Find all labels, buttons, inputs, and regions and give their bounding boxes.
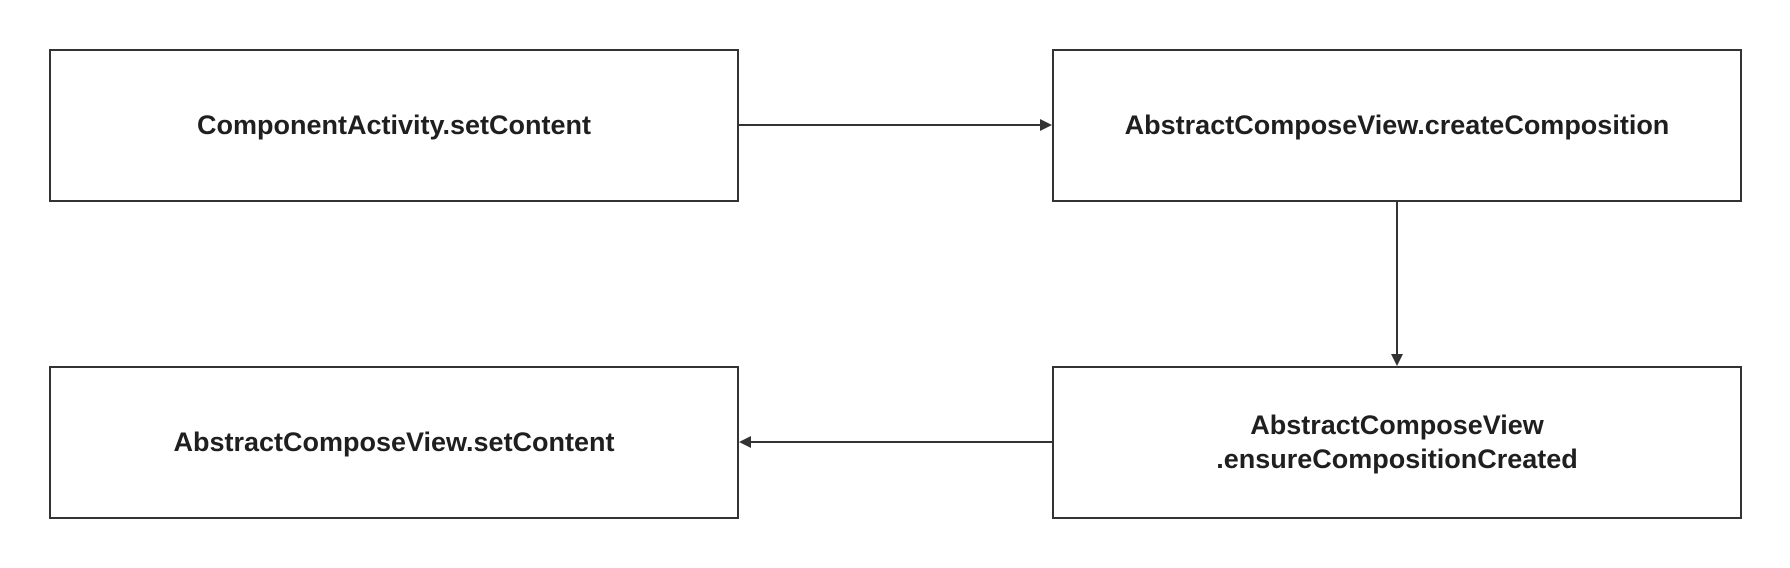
- node-label: ComponentActivity.setContent: [196, 109, 591, 140]
- node-abstract-compose-view-ensure-composition-created: AbstractComposeView .ensureCompositionCr…: [1052, 366, 1742, 519]
- node-label: AbstractComposeView.setContent: [173, 426, 615, 457]
- node-label: AbstractComposeView.createComposition: [1124, 109, 1670, 140]
- node-abstract-compose-view-setcontent: AbstractComposeView.setContent: [49, 366, 739, 519]
- node-component-activity-setcontent: ComponentActivity.setContent: [49, 49, 739, 202]
- node-abstract-compose-view-create-composition: AbstractComposeView.createComposition: [1052, 49, 1742, 202]
- node-label: AbstractComposeView .ensureCompositionCr…: [1216, 409, 1578, 474]
